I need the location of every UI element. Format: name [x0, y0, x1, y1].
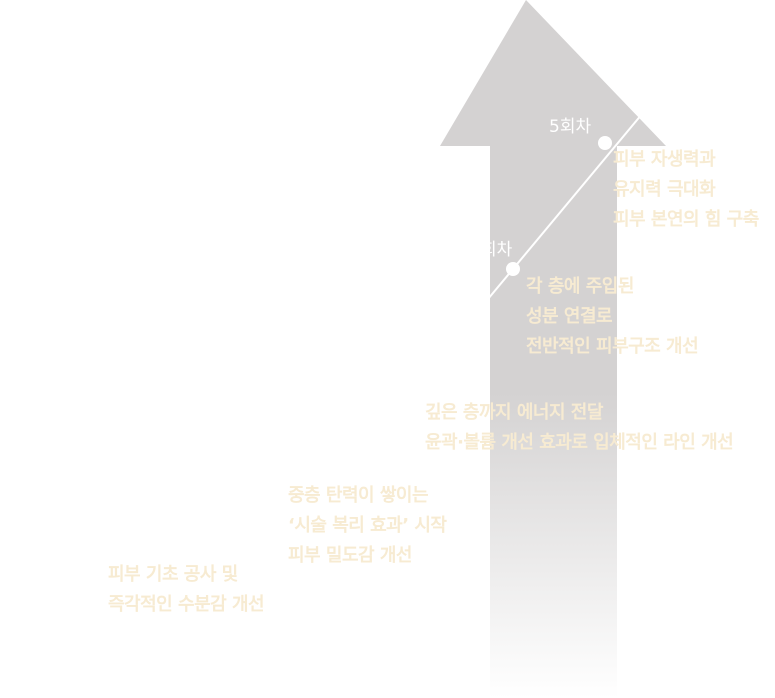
- milestone-dot-4: [506, 262, 520, 276]
- annotation-line: 피부 밀도감 개선: [288, 545, 412, 566]
- arrow-head: [440, 0, 666, 146]
- annotation-line: 피부 기초 공사 및: [108, 564, 238, 585]
- annotation-line: 전반적인 피부구조 개선: [526, 336, 699, 357]
- annotation-stage-4: 각 층에 주입된 성분 연결로 전반적인 피부구조 개선: [526, 272, 699, 362]
- annotation-line: 각 층에 주입된: [526, 276, 634, 297]
- milestone-dot-5: [598, 136, 612, 150]
- annotation-stage-1: 피부 기초 공사 및 즉각적인 수분감 개선: [108, 560, 265, 620]
- annotation-line: 피부 본연의 힘 구축: [613, 209, 759, 230]
- annotation-line: 즉각적인 수분감 개선: [108, 594, 265, 615]
- milestone-label-5: 5회차: [549, 117, 592, 137]
- annotation-stage-2: 중층 탄력이 쌓이는 ‘시술 복리 효과’ 시작 피부 밀도감 개선: [288, 481, 447, 571]
- milestone-label-4: 회차: [481, 240, 513, 260]
- annotation-line: ‘시술 복리 효과’ 시작: [288, 515, 447, 536]
- annotation-line: 피부 자생력과: [613, 149, 716, 170]
- annotation-stage-3: 깊은 층까지 에너지 전달 윤곽·볼륨 개선 효과로 입체적인 라인 개선: [425, 398, 734, 458]
- annotation-stage-5: 피부 자생력과 유지력 극대화 피부 본연의 힘 구축: [613, 145, 759, 235]
- arrow-shaft: [490, 140, 617, 698]
- annotation-line: 깊은 층까지 에너지 전달: [425, 402, 603, 423]
- annotation-line: 윤곽·볼륨 개선 효과로 입체적인 라인 개선: [425, 432, 734, 453]
- annotation-line: 성분 연결로: [526, 306, 613, 327]
- annotation-line: 유지력 극대화: [613, 179, 716, 200]
- annotation-line: 중층 탄력이 쌓이는: [288, 485, 429, 506]
